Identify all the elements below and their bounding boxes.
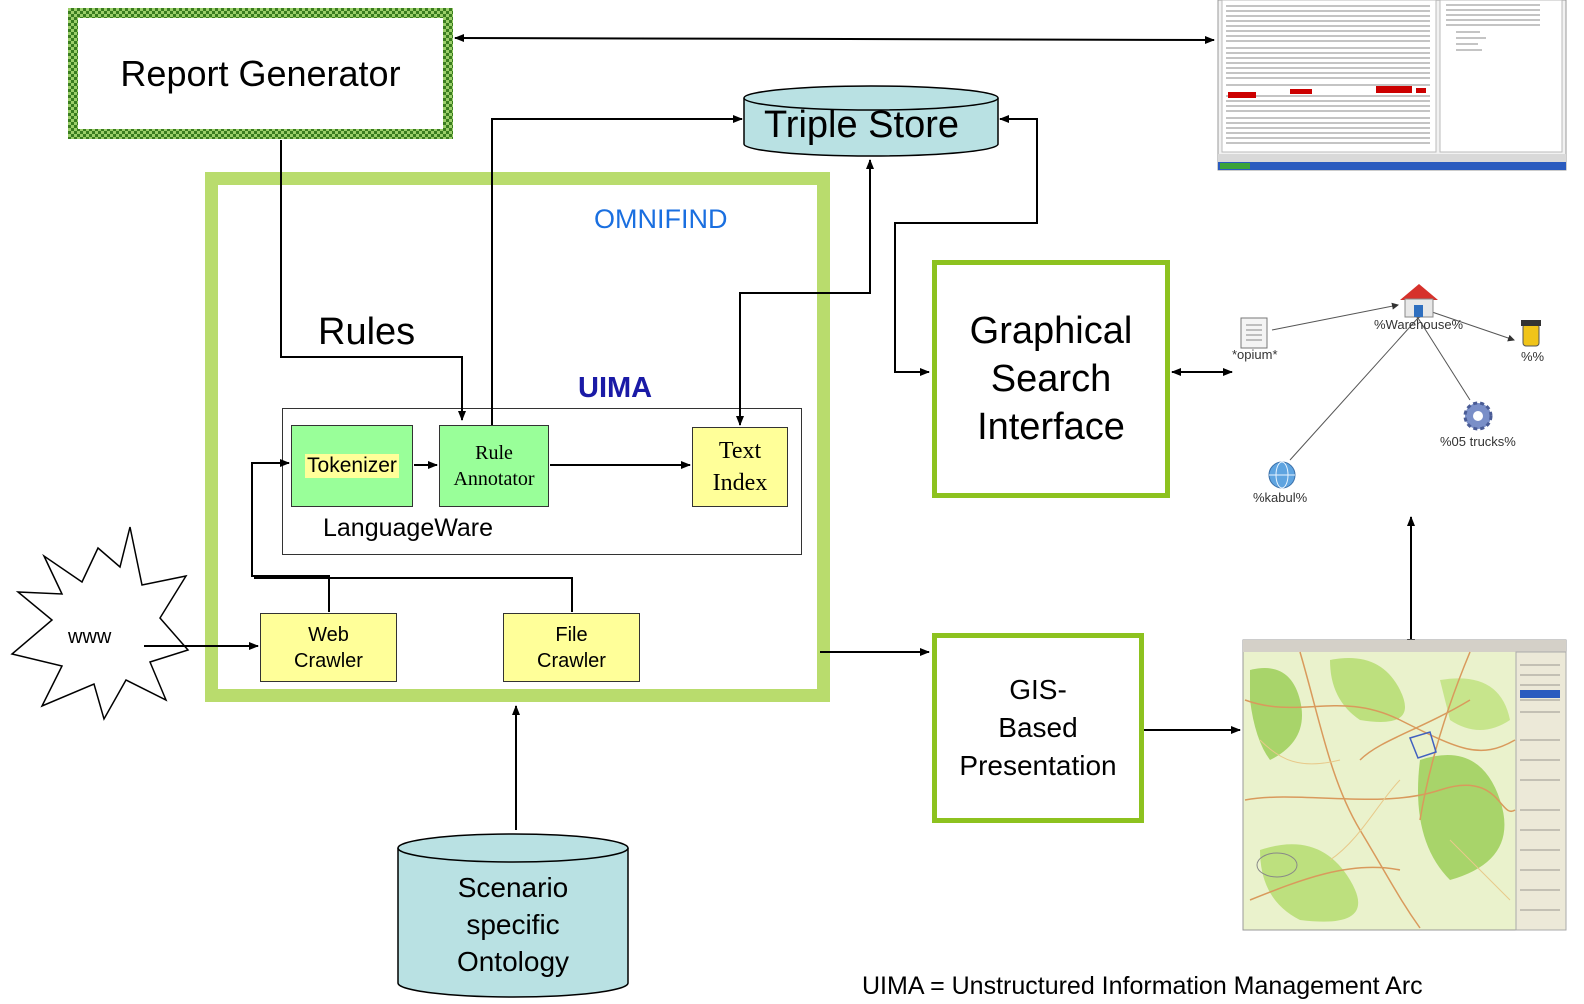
graphical-search-line3: Interface: [977, 406, 1125, 448]
opium-node-label: *opium*: [1232, 347, 1278, 362]
www-starburst: [10, 526, 190, 721]
trucks-node-icon: [1463, 401, 1493, 431]
report-generator-box: Report Generator: [68, 8, 453, 139]
kabul-node-icon: [1268, 461, 1296, 489]
graphical-search-line2: Search: [990, 358, 1112, 400]
text-index-box: Text Index: [692, 427, 788, 507]
uima-label: UIMA: [578, 372, 653, 404]
file-crawler-box: File Crawler: [503, 613, 640, 682]
ontology-line1: Scenario: [457, 871, 569, 903]
graphical-search-box: Graphical Search Interface: [932, 260, 1170, 498]
text-index-line2: Index: [712, 470, 768, 496]
trucks-node-label: %05 trucks%: [1440, 434, 1516, 449]
rule-annotator-box: Rule Annotator: [439, 425, 549, 507]
rules-label: Rules: [318, 311, 416, 353]
map-screenshot-thumbnail: [1242, 639, 1567, 931]
percent-node-icon: [1521, 320, 1541, 347]
languageware-label: LanguageWare: [323, 514, 494, 542]
report-generator-label: Report Generator: [120, 52, 401, 94]
opium-node-icon: [1240, 317, 1268, 349]
warehouse-node-icon: [1400, 284, 1438, 318]
gis-box: GIS- Based Presentation: [932, 633, 1144, 823]
text-index-line1: Text: [718, 438, 762, 464]
web-crawler-line1: Web: [308, 623, 349, 646]
www-label: www: [68, 626, 112, 648]
web-crawler-line2: Crawler: [294, 649, 363, 672]
ontology-line3: Ontology: [456, 945, 570, 977]
graph-visualization: *opium* %Warehouse% %% %05 trucks% %kabu…: [1232, 284, 1545, 505]
file-crawler-line1: File: [555, 623, 588, 646]
gis-line1: GIS-: [1009, 674, 1067, 705]
ontology-cylinder: [397, 833, 629, 998]
web-crawler-box: Web Crawler: [260, 613, 397, 682]
tokenizer-label: Tokenizer: [305, 454, 399, 478]
document-screenshot-thumbnail: [1217, 0, 1567, 171]
rule-annotator-line2: Annotator: [453, 468, 535, 490]
tokenizer-box: Tokenizer: [291, 425, 413, 507]
gis-line3: Presentation: [959, 750, 1117, 781]
rule-annotator-line1: Rule: [475, 442, 513, 464]
warehouse-node-label: %Warehouse%: [1374, 317, 1464, 332]
ontology-label: Scenario specific Ontology: [398, 868, 628, 980]
gis-line2: Based: [998, 712, 1078, 743]
ontology-line2: specific: [466, 908, 560, 940]
omnifind-label: OMNIFIND: [594, 204, 728, 234]
percent-node-label: %%: [1521, 349, 1545, 364]
triple-store-label: Triple Store: [764, 104, 959, 146]
file-crawler-line2: Crawler: [537, 649, 606, 672]
kabul-node-label: %kabul%: [1253, 490, 1308, 505]
footnote: UIMA = Unstructured Information Manageme…: [862, 972, 1423, 1000]
